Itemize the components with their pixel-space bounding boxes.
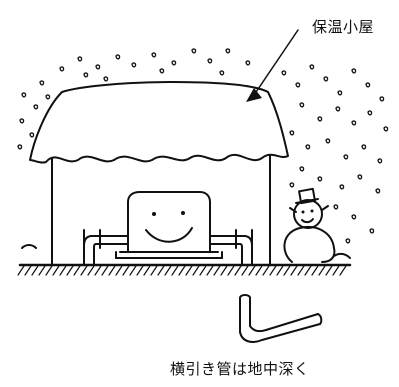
hut-body bbox=[51, 154, 271, 266]
label-arrow bbox=[246, 29, 299, 102]
pipe-label: 横引き管は地中深く bbox=[170, 360, 310, 378]
snow-roof bbox=[29, 81, 289, 164]
left-snow-curl bbox=[21, 244, 37, 249]
snowflake-dots bbox=[17, 48, 389, 244]
smiling-pump-icon bbox=[83, 191, 253, 265]
ground-line bbox=[17, 263, 352, 276]
hut-label: 保温小屋 bbox=[312, 18, 375, 36]
underground-pipe-icon bbox=[239, 294, 323, 343]
snowman-icon bbox=[283, 187, 351, 263]
